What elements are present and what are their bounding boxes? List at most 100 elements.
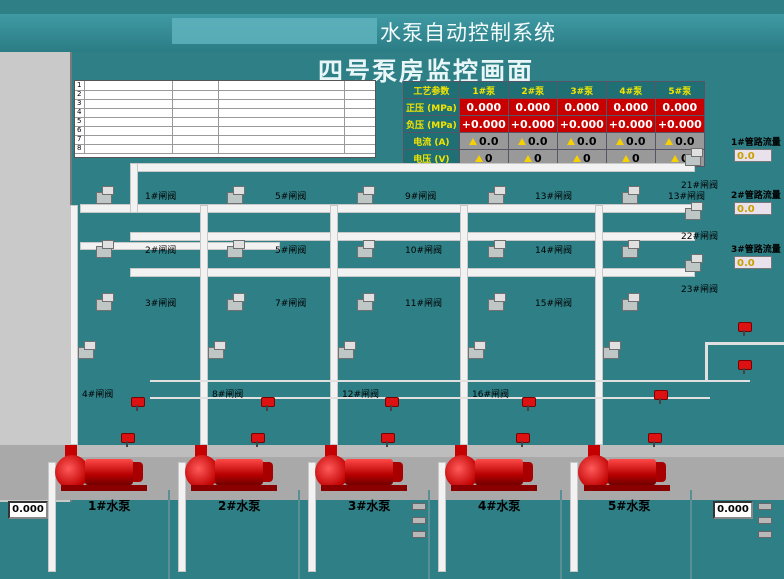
value-cell: 0.000: [556, 98, 607, 116]
value-cell: 0.0: [626, 134, 646, 148]
event-log-table[interactable]: 1 2 3 4 5 6 7 8: [74, 80, 376, 158]
warning-icon: [621, 155, 630, 162]
gate-valve[interactable]: [96, 240, 114, 258]
pressure-gauge-icon: [385, 397, 399, 411]
value-cell: 0.000: [458, 98, 509, 116]
suction-pipe: [48, 462, 56, 572]
gate-valve[interactable]: [622, 240, 640, 258]
gate-valve[interactable]: [78, 341, 96, 359]
valve-label: 22#闸阀: [681, 232, 718, 242]
process-parameter-table: 工艺参数 1#泵 2#泵 3#泵 4#泵 5#泵 正压 (MPa) 0.000 …: [403, 81, 705, 167]
gate-valve[interactable]: [338, 341, 356, 359]
control-button[interactable]: [412, 503, 426, 510]
gate-valve[interactable]: [622, 186, 640, 204]
row-label: 正压 (MPa): [403, 98, 460, 116]
warning-icon: [469, 138, 477, 145]
pump-1[interactable]: [55, 445, 155, 491]
gate-valve[interactable]: [603, 341, 621, 359]
warning-icon: [518, 138, 527, 145]
gate-valve[interactable]: [622, 293, 640, 311]
sense-line: [150, 380, 750, 382]
valve-label: 5#闸阀: [275, 246, 307, 256]
pipe-main-1: [130, 163, 695, 172]
valve-label: 21#闸阀: [681, 181, 718, 191]
value-cell: 0: [681, 152, 689, 165]
panel-divider: [428, 490, 430, 579]
pump-column-header: 3#泵: [556, 81, 607, 99]
gate-valve[interactable]: [357, 293, 375, 311]
pump-label: 1#水泵: [88, 499, 131, 513]
control-button[interactable]: [758, 531, 772, 538]
gate-valve[interactable]: [227, 240, 245, 258]
riser-top: [130, 163, 138, 213]
value-cell: 0: [484, 151, 493, 165]
pump-label: 5#水泵: [608, 499, 651, 513]
log-row: 5: [75, 117, 375, 127]
voltage-row: 电压 (V) 0 0 0 0 0: [403, 149, 705, 167]
pressure-gauge-icon: [654, 390, 668, 404]
value-cell: +0.000: [654, 115, 705, 133]
value-cell: 0.0: [577, 134, 597, 148]
gate-valve[interactable]: [488, 186, 506, 204]
gate-valve[interactable]: [96, 293, 114, 311]
flow-label: 1#管路流量: [731, 138, 781, 148]
valve-label: 15#闸阀: [535, 299, 572, 309]
warning-icon: [474, 155, 483, 162]
pressure-gauge-icon: [121, 433, 135, 447]
riser-5: [595, 205, 603, 445]
pump-5[interactable]: [578, 445, 678, 491]
pump-room-wall: [0, 52, 72, 502]
pump-column-header: 2#泵: [507, 81, 558, 99]
pipe-branch: [80, 242, 280, 250]
pressure-gauge-icon: [522, 397, 536, 411]
control-button[interactable]: [758, 517, 772, 524]
gate-valve[interactable]: [488, 293, 506, 311]
flow-readout: 0.0: [734, 256, 772, 269]
gate-valve[interactable]: [227, 186, 245, 204]
gate-valve[interactable]: [357, 186, 375, 204]
control-button[interactable]: [412, 517, 426, 524]
log-row-number: 1: [75, 81, 85, 90]
panel-divider: [690, 490, 692, 579]
title-bar: [0, 14, 784, 52]
valve-label: 2#闸阀: [145, 246, 177, 256]
gate-valve[interactable]: [468, 341, 486, 359]
app-title: 水泵自动控制系统: [380, 21, 556, 45]
panel-divider: [560, 490, 562, 579]
pressure-gauge-icon: [648, 433, 662, 447]
pressure-gauge-icon: [738, 322, 752, 336]
log-row: 7: [75, 135, 375, 145]
pump-4[interactable]: [445, 445, 545, 491]
pump-3[interactable]: [315, 445, 415, 491]
warning-icon: [616, 138, 625, 145]
gate-valve[interactable]: [685, 148, 703, 166]
gate-valve[interactable]: [227, 293, 245, 311]
pump-2[interactable]: [185, 445, 285, 491]
gate-valve[interactable]: [488, 240, 506, 258]
valve-label: 11#闸阀: [405, 299, 442, 309]
valve-label: 23#闸阀: [681, 285, 718, 295]
sense-line: [150, 397, 710, 399]
pressure-gauge-icon: [738, 360, 752, 374]
suction-pipe: [178, 462, 186, 572]
floor-band: [70, 445, 784, 457]
control-button[interactable]: [412, 531, 426, 538]
log-row-number: 6: [75, 126, 85, 135]
parameter-header-row: 工艺参数 1#泵 2#泵 3#泵 4#泵 5#泵: [403, 81, 705, 99]
riser-4: [460, 205, 468, 445]
gate-valve[interactable]: [357, 240, 375, 258]
gate-valve[interactable]: [685, 254, 703, 272]
pressure-gauge-icon: [261, 397, 275, 411]
value-cell: +0.000: [507, 115, 558, 133]
gate-valve[interactable]: [685, 202, 703, 220]
value-cell: +0.000: [605, 115, 656, 133]
gate-valve[interactable]: [208, 341, 226, 359]
warning-icon: [572, 155, 581, 162]
log-row: 8: [75, 144, 375, 154]
control-button[interactable]: [758, 503, 772, 510]
log-row-number: 5: [75, 117, 85, 126]
level-readout-right: 0.000: [713, 501, 753, 519]
value-cell: +0.000: [556, 115, 607, 133]
gate-valve[interactable]: [96, 186, 114, 204]
